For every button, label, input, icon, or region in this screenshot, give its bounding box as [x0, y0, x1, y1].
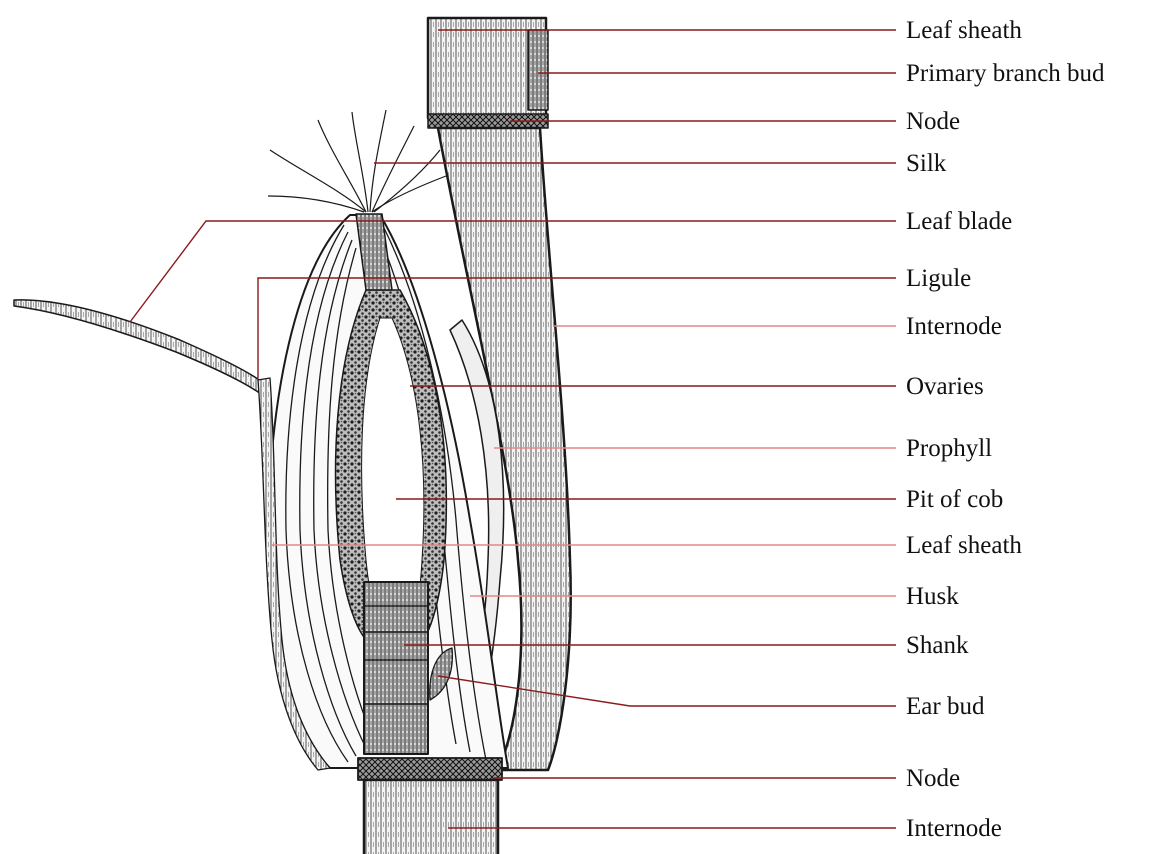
label-primary-branch-bud: Primary branch bud	[906, 60, 1105, 87]
label-prophyll: Prophyll	[906, 435, 992, 462]
lower-internode	[364, 780, 498, 854]
label-shank: Shank	[906, 632, 969, 659]
shank	[364, 582, 428, 754]
label-internode-bottom: Internode	[906, 815, 1002, 842]
label-husk: Husk	[906, 583, 959, 610]
stem-drawing	[14, 18, 571, 854]
lower-node-band	[358, 758, 502, 780]
label-silk: Silk	[906, 150, 947, 177]
leaf-blade	[14, 300, 262, 392]
label-ligule: Ligule	[906, 265, 971, 292]
label-node-top: Node	[906, 108, 960, 135]
part-labels: Leaf sheath Primary branch bud Node Silk…	[906, 17, 1105, 842]
silk-strands	[268, 110, 446, 212]
label-ovaries: Ovaries	[906, 373, 984, 400]
label-pit-of-cob: Pit of cob	[906, 486, 1003, 513]
label-leaf-blade: Leaf blade	[906, 208, 1012, 235]
leader-ear-bud	[438, 676, 896, 706]
label-leaf-sheath-top: Leaf sheath	[906, 17, 1022, 44]
label-leaf-sheath-lower: Leaf sheath	[906, 532, 1022, 559]
label-internode-mid: Internode	[906, 313, 1002, 340]
label-node-bottom: Node	[906, 765, 960, 792]
primary-branch-bud-shape	[528, 30, 548, 110]
label-ear-bud: Ear bud	[906, 693, 985, 720]
